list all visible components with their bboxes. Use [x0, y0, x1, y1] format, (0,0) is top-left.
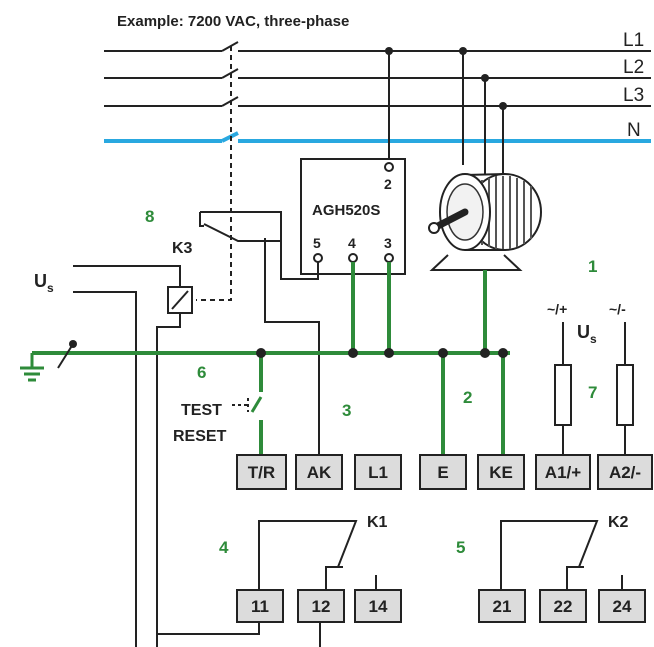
motor-icon — [428, 173, 542, 271]
svg-text:E: E — [437, 463, 448, 482]
terminal-ak: AK — [295, 454, 343, 490]
junction-dots — [385, 47, 507, 110]
svg-text:11: 11 — [251, 597, 269, 616]
k2-contact-wires — [500, 520, 623, 590]
diagram-title: Example: 7200 VAC, three-phase — [117, 13, 349, 30]
k3-coil-diagonal — [171, 290, 189, 310]
terminal-21: 21 — [478, 589, 526, 623]
device-pin-4 — [348, 253, 358, 263]
ground-switch-pivot — [69, 340, 77, 348]
k3-contact-wires — [199, 211, 320, 455]
device-pin-3-label: 3 — [384, 235, 392, 251]
terminal-a1: A1/+ — [535, 454, 591, 490]
step-2: 2 — [463, 388, 472, 407]
k1-label: K1 — [367, 514, 388, 531]
device-pin-4-label: 4 — [348, 235, 356, 251]
k3-label: K3 — [172, 240, 193, 257]
supply-wires — [562, 322, 626, 455]
terminal-row-top: T/R AK L1 E KE A1/+ A2/- — [236, 454, 653, 490]
svg-text:21: 21 — [493, 597, 512, 616]
label-l2: L2 — [623, 57, 644, 78]
svg-text:A2/-: A2/- — [609, 463, 641, 482]
step-8: 8 — [145, 207, 154, 226]
bus-junction-dots — [256, 348, 508, 358]
fuse-plus-icon — [554, 364, 572, 426]
us-right-label: Us — [577, 322, 597, 346]
test-button-icon — [232, 398, 249, 412]
device-pin-2 — [384, 162, 394, 172]
svg-text:12: 12 — [312, 597, 331, 616]
device-pin-5 — [313, 253, 323, 263]
step-7: 7 — [588, 383, 597, 402]
device-pin-2-label: 2 — [384, 176, 392, 192]
svg-text:22: 22 — [554, 597, 573, 616]
terminal-11: 11 — [236, 589, 284, 623]
svg-text:AK: AK — [307, 463, 332, 482]
test-switch-icon — [250, 396, 263, 413]
terminal-ke: KE — [477, 454, 525, 490]
k2-label: K2 — [608, 514, 629, 531]
terminal-a2: A2/- — [597, 454, 653, 490]
svg-text:KE: KE — [489, 463, 513, 482]
reset-label: RESET — [173, 428, 227, 445]
terminal-l1: L1 — [354, 454, 402, 490]
k1-terminals: 11 12 14 — [236, 589, 402, 623]
k3-mechanical-link — [196, 46, 232, 301]
label-n: N — [627, 120, 641, 141]
svg-text:T/R: T/R — [248, 463, 275, 482]
device-pin-3 — [384, 253, 394, 263]
step-5: 5 — [456, 538, 465, 557]
feed-wires — [388, 51, 504, 180]
step-3: 3 — [342, 401, 351, 420]
us-supply-wires — [73, 265, 181, 647]
terminal-12: 12 — [297, 589, 345, 623]
terminal-tr: T/R — [236, 454, 287, 490]
k2-terminals: 21 22 24 — [478, 589, 646, 623]
ground-switch — [57, 343, 74, 369]
step-4: 4 — [219, 538, 229, 557]
device-pin-5-label: 5 — [313, 235, 321, 251]
device-name: AGH520S — [312, 202, 380, 219]
phase-lines — [104, 41, 651, 107]
k1-contact-wires — [157, 520, 377, 647]
test-label: TEST — [181, 402, 222, 419]
terminal-14: 14 — [354, 589, 402, 623]
step-6: 6 — [197, 363, 206, 382]
supply-plus-label: ~/+ — [547, 301, 567, 317]
svg-text:24: 24 — [613, 597, 632, 616]
supply-minus-label: ~/- — [609, 301, 626, 317]
svg-text:L1: L1 — [368, 463, 388, 482]
svg-text:14: 14 — [369, 597, 388, 616]
earth-symbol-icon — [20, 353, 44, 382]
svg-text:A1/+: A1/+ — [545, 463, 581, 482]
green-branches — [259, 262, 505, 455]
label-l1: L1 — [623, 30, 644, 51]
terminal-e: E — [419, 454, 467, 490]
fuse-minus-icon — [616, 364, 634, 426]
terminal-24: 24 — [598, 589, 646, 623]
us-left-label: Us — [34, 271, 54, 295]
step-1: 1 — [588, 257, 597, 276]
terminal-22: 22 — [539, 589, 587, 623]
label-l3: L3 — [623, 85, 644, 106]
